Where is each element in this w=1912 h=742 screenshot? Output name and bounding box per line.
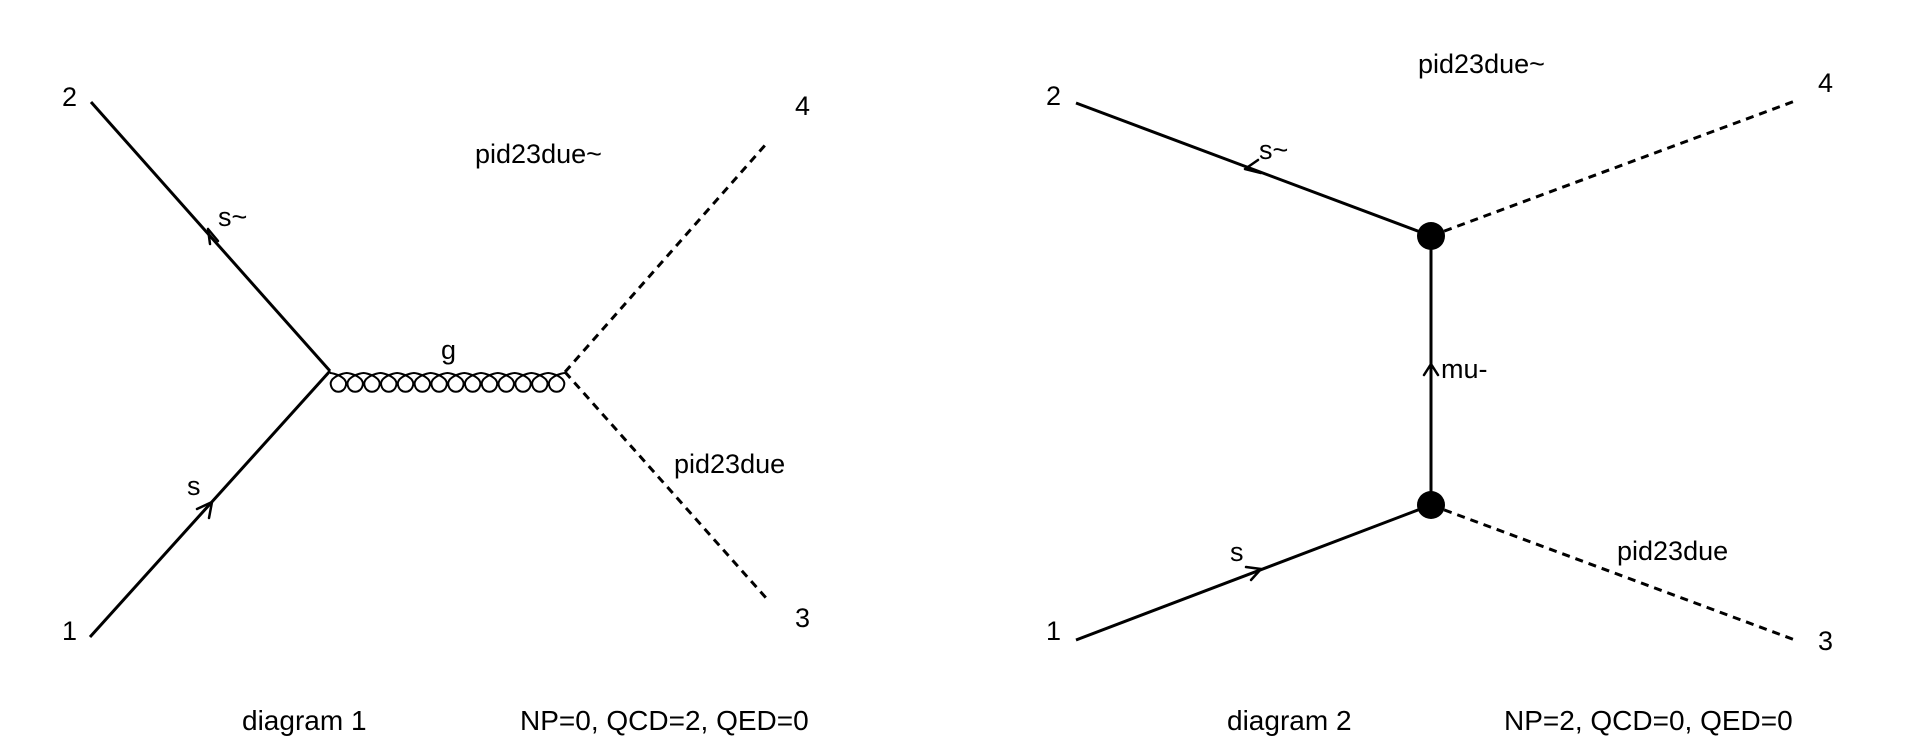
d1-arrow-s-bar [206, 227, 220, 246]
d1-coupling-orders: NP=0, QCD=2, QED=0 [520, 705, 809, 736]
d1-ext-label-3: 3 [795, 603, 810, 633]
d1-particle-label-pid23due: pid23due [674, 449, 785, 479]
d1-line-s-bar [89, 101, 332, 372]
d1-line-pid23due [563, 371, 769, 600]
d1-particle-label-g: g [441, 335, 456, 365]
d2-ext-label-2: 2 [1046, 81, 1061, 111]
d2-arrow-s-bar [1243, 158, 1263, 175]
d2-arrow-s [1244, 565, 1263, 582]
d2-particle-label-mu: mu- [1441, 354, 1488, 384]
d1-gluon-propagator [329, 371, 566, 393]
d2-line-pid23due-bar [1430, 99, 1796, 238]
d1-ext-label-2: 2 [62, 82, 77, 112]
d1-ext-label-1: 1 [62, 616, 77, 646]
d1-arrow-s [195, 500, 214, 520]
d1-particle-label-s-bar: s~ [218, 202, 247, 232]
d2-ext-label-1: 1 [1046, 616, 1061, 646]
d2-arrow-mu [1422, 362, 1440, 377]
d2-particle-label-pid23due: pid23due [1617, 536, 1728, 566]
d1-ext-label-4: 4 [795, 91, 810, 121]
d1-line-pid23due-bar [563, 142, 769, 373]
d2-ext-label-4: 4 [1818, 68, 1833, 98]
diagram-2: 2 1 4 3 s s~ mu- pid23due~ pid23due diag… [1046, 49, 1833, 736]
diagram-1: 2 1 4 3 s s~ g pid23due~ pid23due diagra… [62, 82, 810, 736]
d2-coupling-orders: NP=2, QCD=0, QED=0 [1504, 705, 1793, 736]
d2-particle-label-s: s [1230, 537, 1244, 567]
d2-particle-label-pid23due-bar: pid23due~ [1418, 49, 1545, 79]
d2-vertex-top [1417, 222, 1445, 250]
d1-particle-label-s: s [187, 471, 201, 501]
d2-line-s [1075, 503, 1432, 642]
d2-line-pid23due [1430, 503, 1796, 642]
d2-caption: diagram 2 [1227, 705, 1352, 736]
d2-particle-label-s-bar: s~ [1259, 135, 1288, 165]
d2-vertex-bottom [1417, 491, 1445, 519]
d1-caption: diagram 1 [242, 705, 367, 736]
d2-ext-label-3: 3 [1818, 626, 1833, 656]
d2-line-s-bar [1075, 101, 1432, 238]
d1-particle-label-pid23due-bar: pid23due~ [475, 139, 602, 169]
